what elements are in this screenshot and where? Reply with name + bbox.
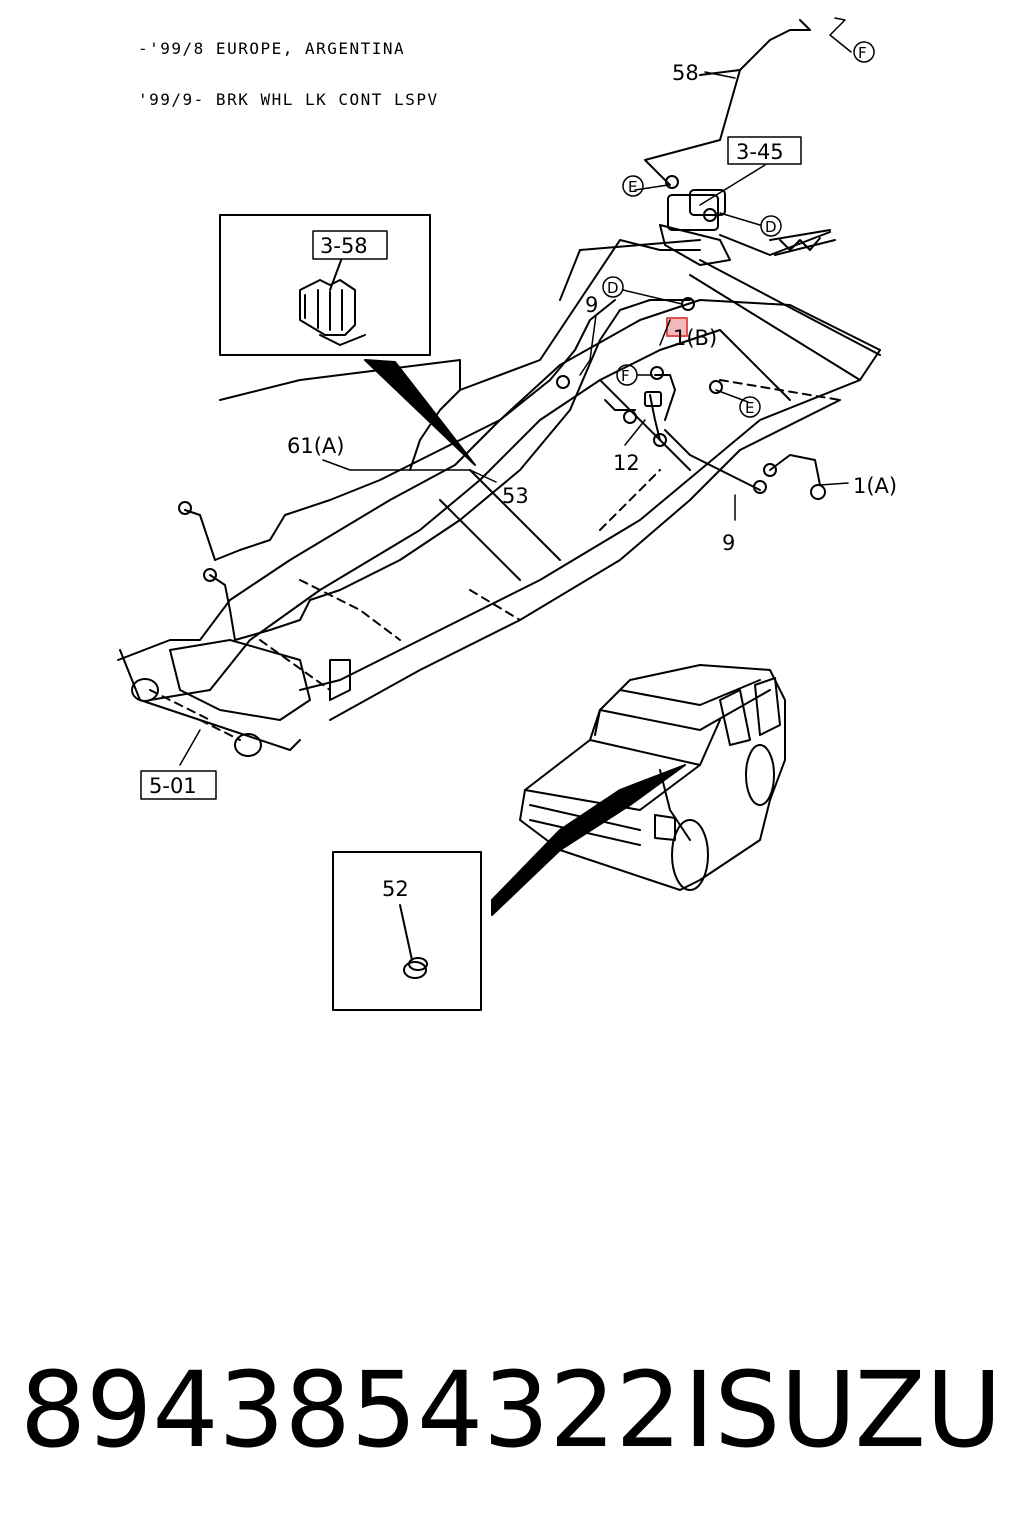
inset-clip-detail <box>219 214 476 466</box>
circle-f-frame: F <box>621 367 630 385</box>
callout-1b: 1(B) <box>673 326 717 350</box>
circle-labels: F E D D F E <box>602 41 875 418</box>
footer: 8943854322 ISUZU <box>20 1345 1010 1475</box>
leader-lines <box>179 17 852 766</box>
brake-line-diagram: 58 3-45 3-58 9 1(B) 12 61(A) 53 1(A) 9 5… <box>117 17 897 1011</box>
circle-f-top: F <box>858 44 867 62</box>
brake-hose-fittings <box>178 175 826 582</box>
lspv-valve-assembly <box>659 189 836 266</box>
callout-12: 12 <box>613 451 640 475</box>
inset-plug-detail <box>332 851 482 1011</box>
brand-name: ISUZU <box>683 1349 1002 1471</box>
chassis-frame <box>117 239 881 757</box>
part-number: 8943854322 <box>20 1349 682 1471</box>
callout-58: 58 <box>672 61 699 85</box>
callout-3-45: 3-45 <box>736 140 784 164</box>
header-notes: -'99/8 EUROPE, ARGENTINA '99/9- BRK WHL … <box>138 6 439 125</box>
callout-9-upper: 9 <box>585 293 598 317</box>
callout-61a: 61(A) <box>287 434 344 458</box>
circle-e-frame: E <box>745 399 754 417</box>
header-line-2: '99/9- BRK WHL LK CONT LSPV <box>138 90 439 109</box>
circle-d-frame: D <box>607 279 619 297</box>
vehicle-illustration <box>491 664 786 916</box>
circle-d-valve: D <box>765 218 777 236</box>
callout-1a: 1(A) <box>853 474 897 498</box>
header-line-1: -'99/8 EUROPE, ARGENTINA <box>138 39 406 58</box>
callout-5-01: 5-01 <box>149 774 197 798</box>
callout-9-lower: 9 <box>722 531 735 555</box>
callout-labels: 58 3-45 3-58 9 1(B) 12 61(A) 53 1(A) 9 5… <box>140 61 897 901</box>
callout-3-58: 3-58 <box>320 234 368 258</box>
callout-52: 52 <box>382 877 409 901</box>
callout-53: 53 <box>502 484 529 508</box>
circle-e-valve: E <box>628 178 637 196</box>
brake-pipes <box>184 19 821 641</box>
